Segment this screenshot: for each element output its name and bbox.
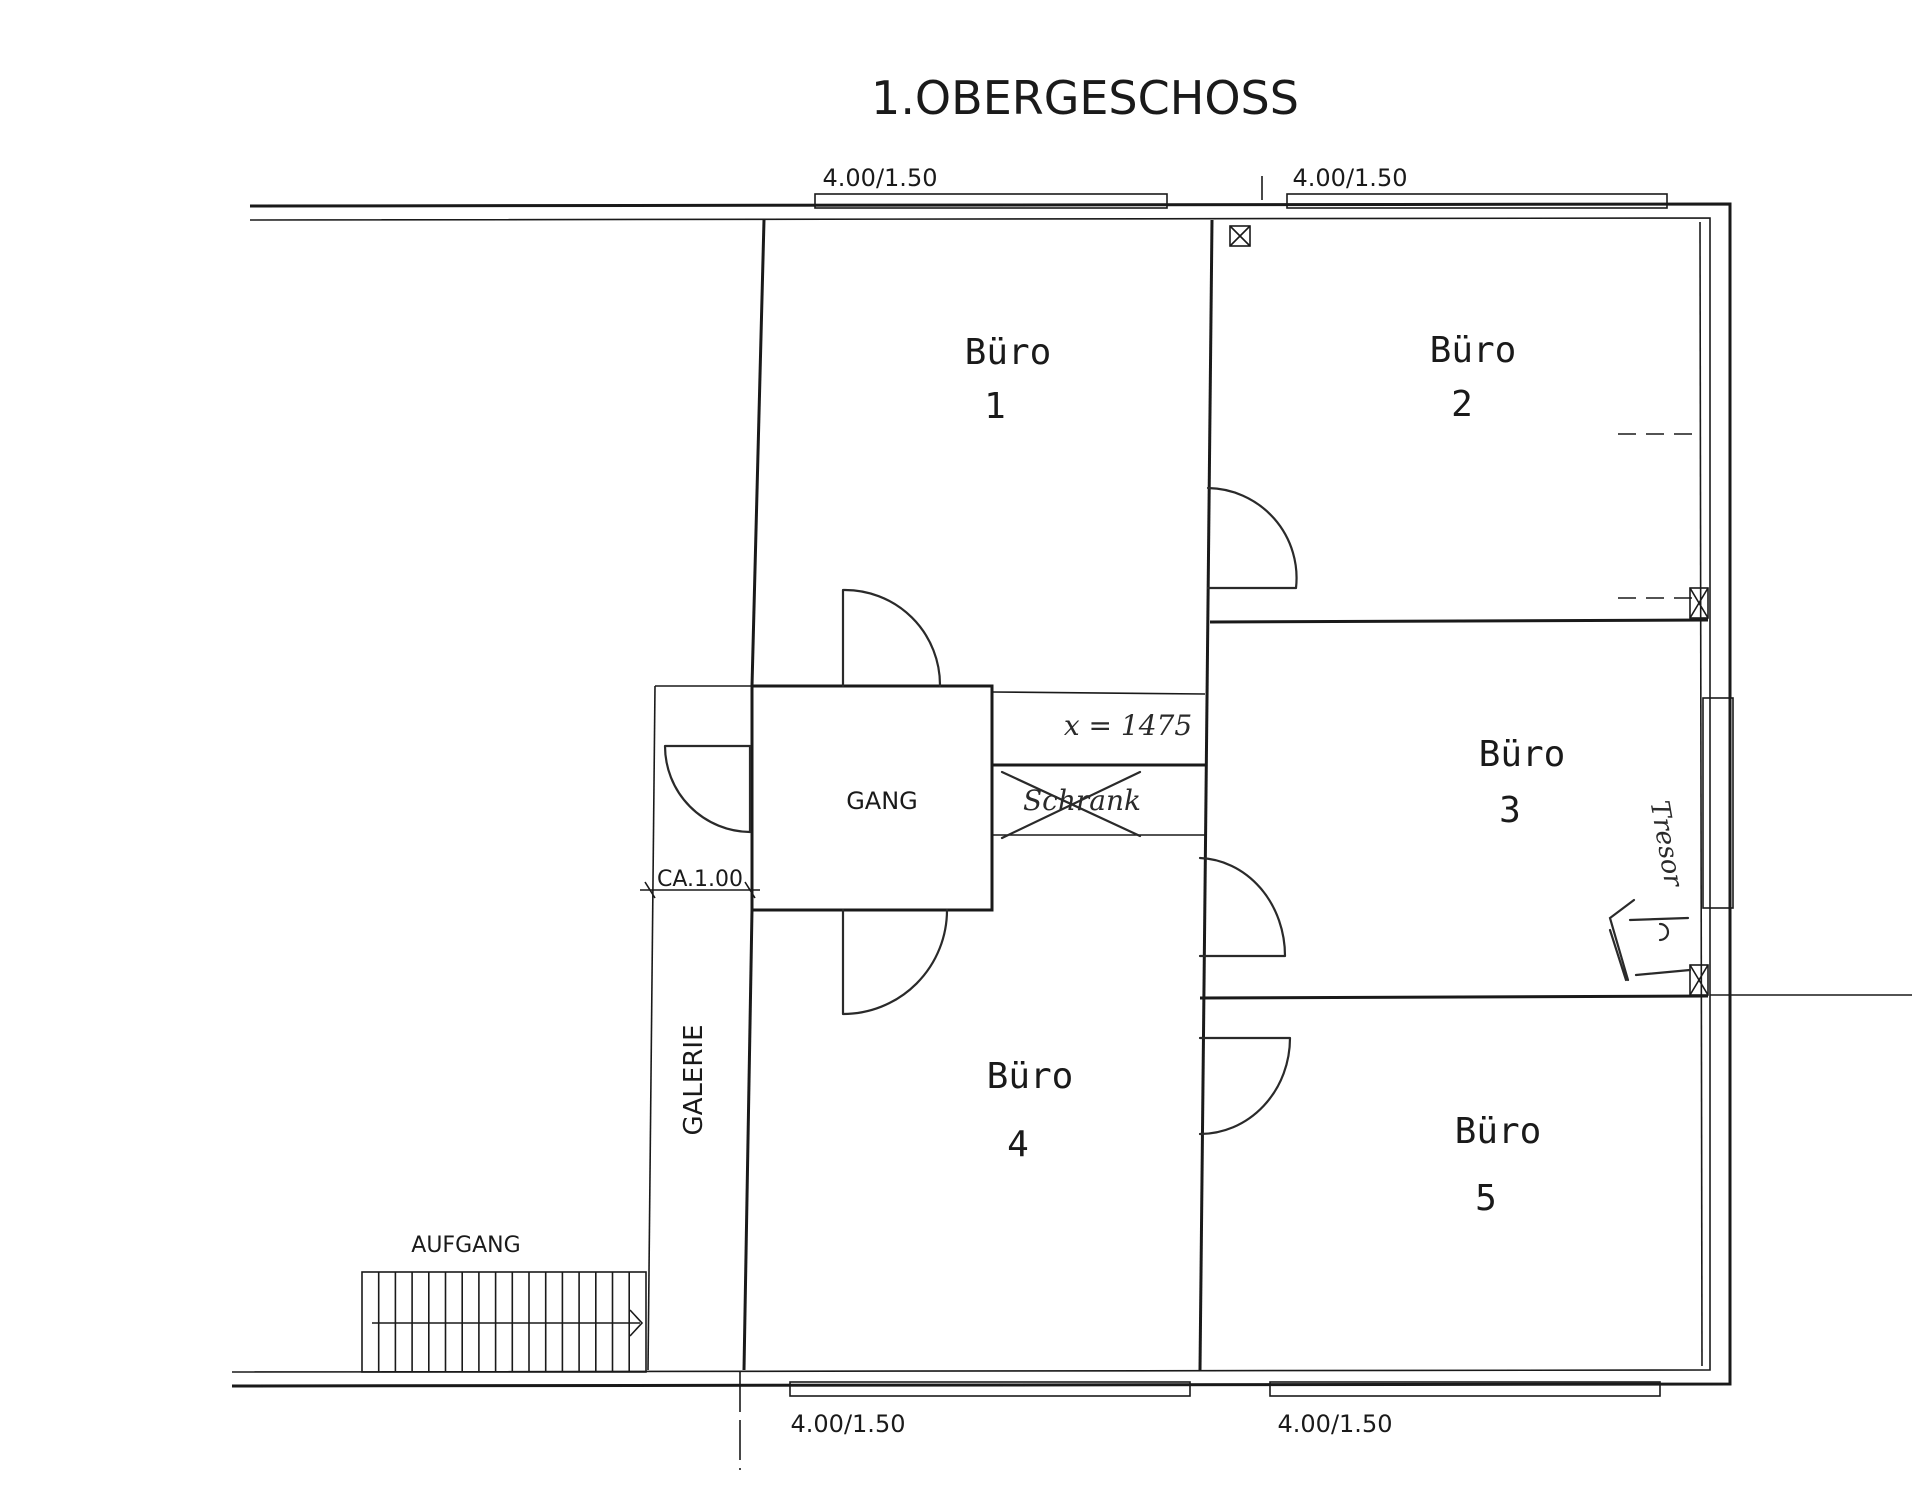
room-number: 2 [1451, 384, 1473, 425]
safe-note: Tresor [1644, 798, 1689, 890]
corridor-label: GANG [846, 787, 918, 815]
measure-note: x = 1475 [1064, 709, 1192, 742]
stairs-label: AUFGANG [411, 1233, 520, 1258]
room-label: Büro [1479, 734, 1566, 775]
cabinet-strike [1000, 770, 1142, 840]
shaft-markers [1229, 225, 1709, 996]
room-buero-5: Büro 5 [1455, 1111, 1542, 1219]
room-number: 3 [1499, 790, 1521, 831]
room-buero-2: Büro 2 [1430, 330, 1517, 425]
window-label-top-left: 4.00/1.50 [823, 164, 938, 192]
room-number: 4 [1007, 1124, 1029, 1165]
room-buero-3: Büro 3 [1479, 734, 1566, 831]
axis-lines [739, 176, 1263, 1470]
room-label: Büro [987, 1056, 1074, 1097]
stairs [361, 1271, 647, 1373]
doors [663, 486, 1298, 1136]
window-label-bottom-right: 4.00/1.50 [1278, 1410, 1393, 1438]
safe-sketch [1608, 898, 1692, 982]
window-markers [789, 193, 1734, 1397]
window-label-top-right: 4.00/1.50 [1293, 164, 1408, 192]
room-buero-4: Büro 4 [987, 1056, 1074, 1165]
room-number: 5 [1475, 1178, 1497, 1219]
interior-walls [647, 219, 1709, 1371]
room-label: Büro [965, 332, 1052, 373]
exterior-walls [231, 202, 1912, 1388]
gallery-width-dimension: CA.1.00 [640, 867, 760, 899]
gallery-width-label: CA.1.00 [657, 867, 743, 892]
room-label: Büro [1455, 1111, 1542, 1152]
window-label-bottom-left: 4.00/1.50 [791, 1410, 906, 1438]
gallery-label: GALERIE [679, 1024, 709, 1135]
room-number: 1 [984, 386, 1006, 427]
room-buero-1: Büro 1 [965, 332, 1052, 427]
plan-title: 1.OBERGESCHOSS [871, 71, 1299, 125]
room-label: Büro [1430, 330, 1517, 371]
